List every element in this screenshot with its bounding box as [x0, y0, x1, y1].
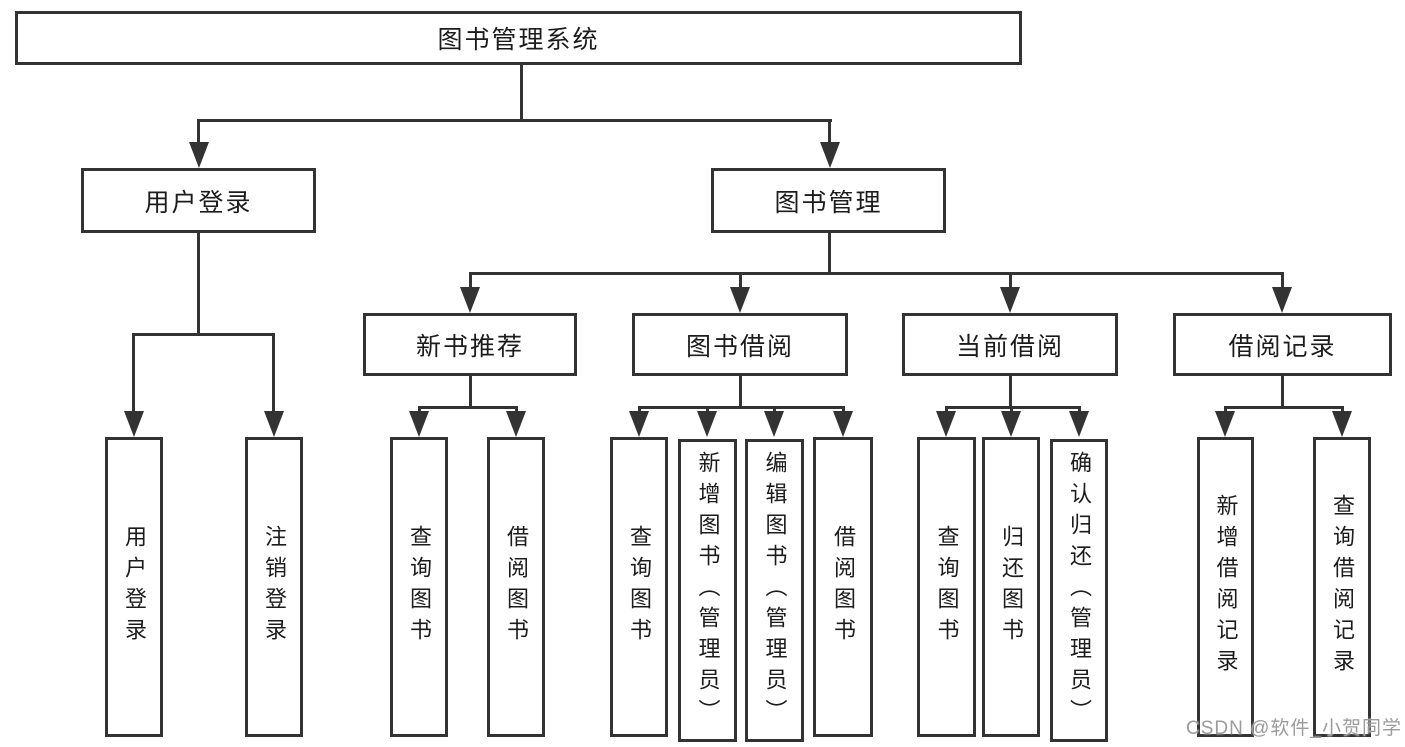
arrowhead-newbook-leaf1	[409, 411, 429, 437]
leaf-query-books-newbook: 查询图书	[390, 437, 448, 737]
leaf-user-login: 用户登录	[105, 437, 163, 737]
connector-current-leaf3	[1078, 406, 1081, 414]
arrowhead-to-leaf-user-login	[124, 411, 144, 437]
leaf-edit-book-admin: 编辑图书（管理员）	[745, 439, 804, 742]
node-new-book-recommend: 新书推荐	[363, 313, 577, 376]
node-borrow-records: 借阅记录	[1173, 313, 1392, 376]
arrowhead-to-new-book	[460, 287, 480, 313]
connector-level2-rail	[469, 272, 1284, 275]
watermark: CSDN @软件_小贺同学	[1186, 718, 1402, 739]
leaf-add-borrow-record: 新增借阅记录	[1197, 437, 1254, 737]
connector-current-leaf2	[1010, 406, 1013, 414]
leaf-label: 用户登录	[122, 525, 147, 649]
arrowhead-borrow-leaf1	[629, 411, 649, 437]
connector-records-leaf2	[1341, 406, 1344, 414]
leaf-borrow-books-borrow: 借阅图书	[813, 437, 873, 737]
leaf-label: 确认归还（管理员）	[1067, 451, 1092, 730]
connector-borrow-stem	[739, 374, 742, 409]
arrowhead-current-leaf1	[936, 411, 956, 437]
connector-newbook-leaf2	[515, 406, 518, 414]
leaf-logout: 注销登录	[245, 437, 303, 737]
node-label: 新书推荐	[415, 332, 524, 361]
connector-to-user-login	[197, 119, 200, 145]
leaf-label: 借阅图书	[504, 525, 529, 649]
leaf-label: 新增借阅记录	[1213, 494, 1239, 680]
node-label: 图书借阅	[685, 332, 794, 361]
connector-to-new-book	[469, 272, 472, 290]
leaf-borrow-books-newbook: 借阅图书	[487, 437, 545, 737]
arrowhead-to-book-management	[820, 142, 840, 168]
leaf-confirm-return-admin: 确认归还（管理员）	[1050, 439, 1108, 742]
leaf-label: 查询借阅记录	[1330, 494, 1355, 680]
connector-management-stem	[828, 231, 831, 275]
connector-records-leaf1	[1224, 406, 1227, 414]
node-label: 当前借阅	[955, 332, 1064, 361]
connector-to-book-borrow	[739, 272, 742, 290]
arrowhead-records-leaf1	[1215, 411, 1235, 437]
connector-to-book-management	[828, 119, 831, 145]
leaf-query-books-current: 查询图书	[917, 437, 976, 737]
connector-to-current-borrow	[1009, 272, 1012, 290]
connector-login-stem	[197, 231, 200, 336]
node-label: 图书管理	[774, 188, 883, 217]
connector-records-stem	[1281, 374, 1284, 409]
leaf-label: 查询图书	[407, 525, 432, 649]
arrowhead-borrow-leaf4	[833, 411, 853, 437]
leaf-label: 注销登录	[262, 525, 287, 649]
arrowhead-records-leaf2	[1332, 411, 1352, 437]
leaf-label: 归还图书	[999, 525, 1024, 649]
arrowhead-borrow-leaf3	[764, 411, 784, 437]
node-label: 图书管理系统	[437, 26, 600, 54]
connector-borrow-leaf1	[638, 406, 641, 414]
connector-borrow-leaf2	[706, 406, 709, 414]
arrowhead-to-leaf-logout	[264, 411, 284, 437]
arrowhead-to-book-borrow	[730, 287, 750, 313]
connector-level1-rail	[197, 119, 832, 122]
leaf-label: 编辑图书（管理员）	[762, 451, 788, 730]
node-book-borrow: 图书借阅	[632, 313, 848, 376]
node-book-management: 图书管理	[711, 168, 946, 233]
arrowhead-newbook-leaf2	[506, 411, 526, 437]
leaf-return-book: 归还图书	[982, 437, 1040, 737]
leaf-label: 借阅图书	[831, 525, 856, 649]
connector-current-stem	[1009, 374, 1012, 409]
leaf-query-books-borrow: 查询图书	[610, 437, 668, 737]
connector-root-stem	[520, 64, 523, 121]
connector-to-leaf-logout	[272, 333, 275, 414]
node-label: 借阅记录	[1228, 332, 1337, 361]
arrowhead-current-leaf2	[1001, 411, 1021, 437]
arrowhead-to-borrow-records	[1272, 287, 1292, 313]
node-system-root: 图书管理系统	[15, 11, 1022, 65]
connector-login-rail	[132, 333, 275, 336]
arrowhead-borrow-leaf2	[697, 411, 717, 437]
connector-to-borrow-records	[1281, 272, 1284, 290]
leaf-label: 查询图书	[627, 525, 652, 649]
connector-borrow-rail	[638, 406, 844, 409]
leaf-add-book-admin: 新增图书（管理员）	[678, 439, 737, 742]
arrowhead-to-current-borrow	[1000, 287, 1020, 313]
connector-to-leaf-user-login	[132, 333, 135, 414]
connector-borrow-leaf3	[773, 406, 776, 414]
connector-current-leaf1	[945, 406, 948, 414]
connector-newbook-rail	[418, 406, 518, 409]
leaf-query-borrow-record: 查询借阅记录	[1313, 437, 1371, 737]
leaf-label: 查询图书	[934, 525, 960, 649]
node-user-login: 用户登录	[81, 168, 316, 233]
node-current-borrow: 当前借阅	[902, 313, 1118, 376]
arrowhead-current-leaf3	[1069, 411, 1089, 437]
connector-records-rail	[1224, 406, 1344, 409]
node-label: 用户登录	[144, 188, 253, 217]
connector-borrow-leaf4	[842, 406, 845, 414]
leaf-label: 新增图书（管理员）	[695, 451, 721, 730]
connector-newbook-leaf1	[418, 406, 421, 414]
connector-newbook-stem	[469, 374, 472, 409]
arrowhead-to-user-login	[189, 142, 209, 168]
